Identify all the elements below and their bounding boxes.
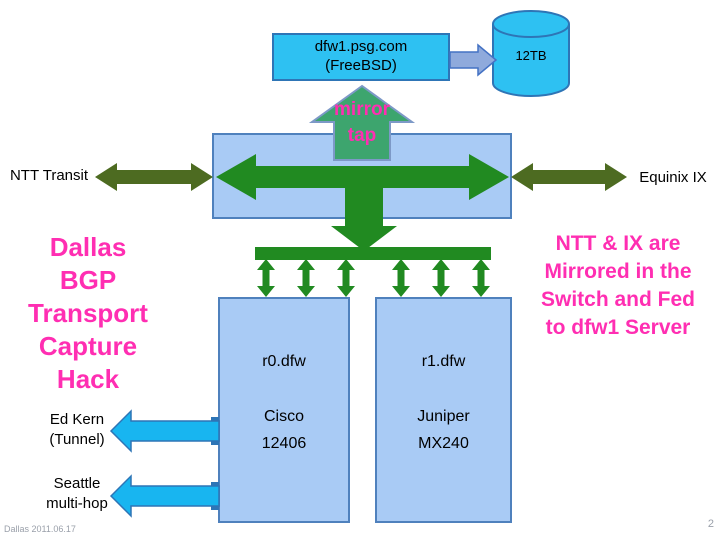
port-link-arrow: [257, 259, 275, 297]
distribution-bar: [255, 247, 491, 260]
storage-cylinder-top: [492, 10, 570, 38]
port-link-arrow: [337, 259, 355, 297]
ntt-transit-label: NTT Transit: [9, 167, 89, 184]
title-line: Transport: [28, 298, 148, 328]
seattle-label: Seattle multi-hop: [28, 474, 126, 514]
router1-node: [375, 297, 512, 523]
slide-title: Dallas BGP Transport Capture Hack: [6, 231, 170, 396]
server-node-label: dfw1.psg.com (FreeBSD): [272, 38, 450, 76]
router1-vendor: Juniper: [417, 408, 470, 425]
mirror-tap-line2: tap: [347, 124, 377, 146]
note-line: Mirrored in the: [544, 260, 692, 283]
note-line: NTT & IX are: [555, 232, 681, 255]
tunnel-left-arrow: [109, 409, 220, 453]
router1-name: r1.dfw: [421, 353, 466, 370]
title-line: Capture: [38, 331, 138, 361]
port-link-arrow: [392, 259, 410, 297]
equinix-double-arrow: [511, 163, 627, 191]
ntt-transit-double-arrow: [95, 163, 213, 191]
note-line: to dfw1 Server: [545, 316, 691, 339]
title-line: Dallas: [49, 232, 127, 262]
equinix-ix-label: Equinix IX: [639, 169, 707, 186]
port-link-arrow: [297, 259, 315, 297]
seattle-line1: Seattle: [53, 475, 101, 492]
title-line: BGP: [59, 265, 117, 295]
router1-model: MX240: [418, 435, 469, 452]
router0-name: r0.dfw: [262, 353, 306, 370]
note-line: Switch and Fed: [540, 288, 695, 311]
server-to-storage-arrow: [449, 43, 498, 77]
server-os: (FreeBSD): [325, 56, 397, 74]
page-number: 2: [707, 518, 714, 530]
mirror-tap-line1: mirror: [334, 99, 390, 120]
mirror-note: NTT & IX are Mirrored in the Switch and …: [519, 230, 717, 342]
tunnel-line2: (Tunnel): [49, 431, 105, 448]
title-line: Hack: [56, 364, 120, 394]
port-link-arrow: [432, 259, 450, 297]
seattle-left-arrow: [109, 474, 220, 518]
mirror-tap-label: mirror tap: [312, 97, 412, 148]
server-name: dfw1.psg.com: [314, 38, 408, 55]
footer-date: Dallas 2011.06.17: [4, 524, 76, 534]
port-link-arrow: [472, 259, 490, 297]
tunnel-label: Ed Kern (Tunnel): [28, 410, 126, 450]
seattle-line2: multi-hop: [46, 495, 108, 512]
router0-model: 12406: [261, 435, 307, 452]
server-node: [272, 33, 450, 81]
tunnel-line1: Ed Kern: [49, 411, 105, 428]
router0-vendor: Cisco: [263, 408, 304, 425]
storage-label: 12TB: [515, 48, 547, 63]
